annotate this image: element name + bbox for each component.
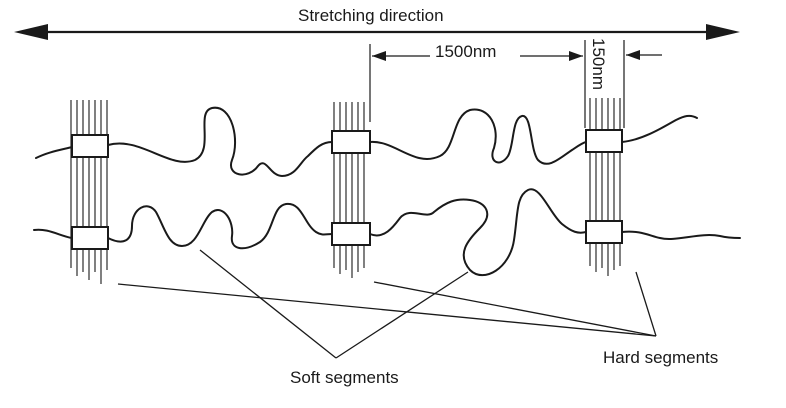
leader-lines-soft [199,249,469,359]
leader-lines-hard [117,271,657,337]
hard-segment-block [331,222,371,246]
stretching-arrow [14,24,740,40]
hard-segments-label: Hard segments [603,348,719,367]
hard-segment-block [585,129,623,153]
hatch-column-middle [333,102,365,278]
hard-segment-block [331,130,371,154]
hard-segment-block [585,220,623,244]
chain-upper [35,106,698,177]
hatch-column-right [589,98,621,276]
stretching-direction-label: Stretching direction [298,6,444,25]
soft-segments-label: Soft segments [290,368,399,387]
dimension-150 [584,40,662,128]
dimension-1500 [369,44,583,122]
hard-segment-block [71,226,109,250]
arrowhead-left [14,24,48,40]
arrowhead-right [706,24,740,40]
hatch-column-left [70,100,108,284]
dimension-150-label: 150nm [589,38,608,90]
chain-lower [33,188,741,277]
hard-segment-block [71,134,109,158]
dimension-1500-label: 1500nm [432,42,500,62]
